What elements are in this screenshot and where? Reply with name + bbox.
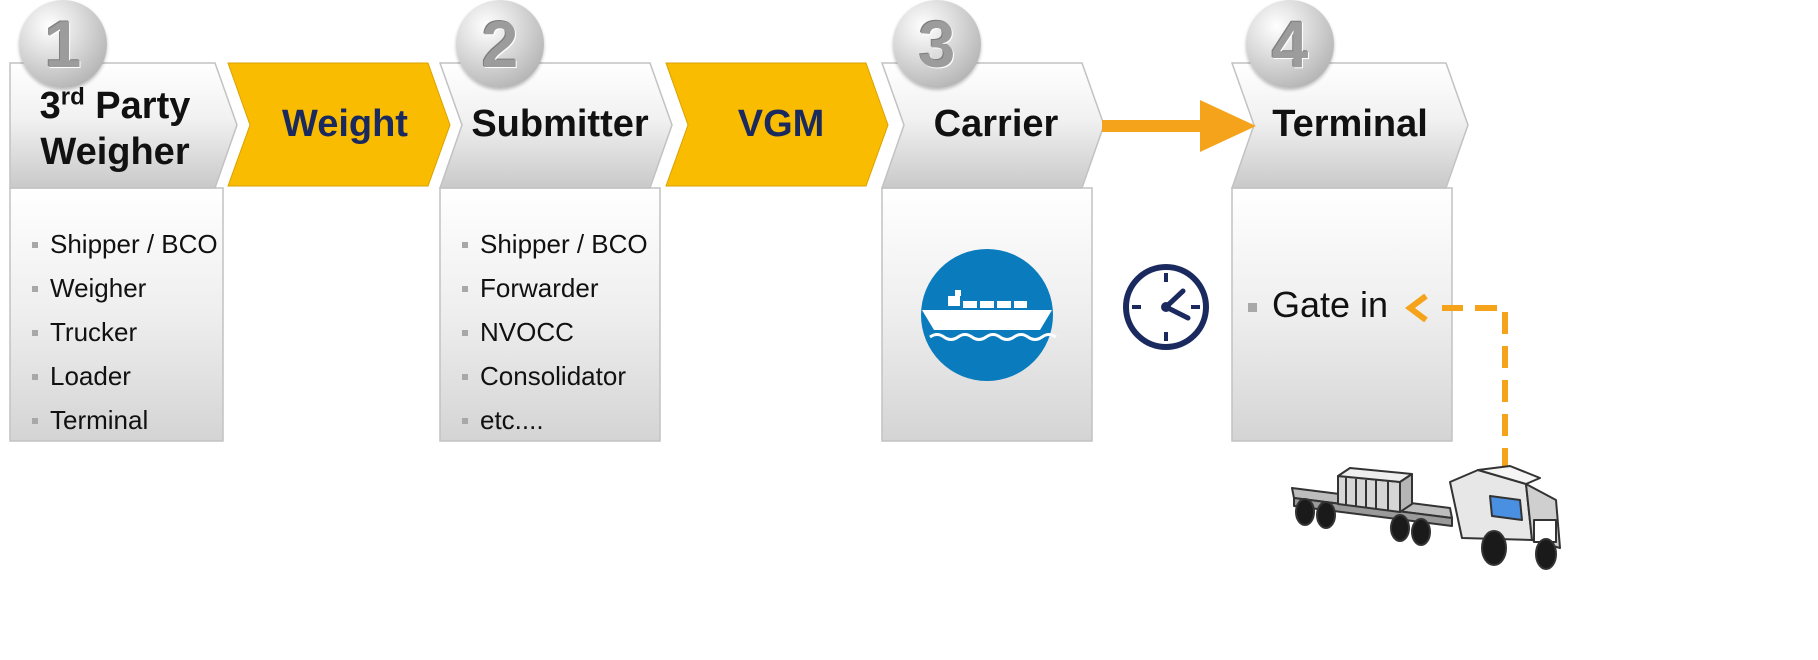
step-3-title: Carrier <box>933 103 1059 146</box>
step-1-number-badge: 1 <box>19 0 107 88</box>
step-2-number: 2 <box>481 7 519 81</box>
ship-icon <box>921 249 1057 381</box>
step-2-title: Submitter <box>471 103 649 146</box>
step-2-list: Shipper / BCO Forwarder NVOCC Consolidat… <box>458 222 648 442</box>
step-2-header <box>438 62 673 189</box>
list-item: Shipper / BCO <box>458 222 648 266</box>
step-3-number: 3 <box>918 7 956 81</box>
step-2-number-badge: 2 <box>456 0 544 88</box>
truck-to-gate-arrow <box>1405 293 1508 470</box>
carrier-to-terminal-arrow <box>1102 100 1256 152</box>
list-item: Terminal <box>28 398 218 442</box>
list-item: Shipper / BCO <box>28 222 218 266</box>
step-3-number-badge: 3 <box>893 0 981 88</box>
list-item: etc.... <box>458 398 648 442</box>
step-4-header <box>1230 62 1469 189</box>
step-4-number: 4 <box>1271 7 1309 81</box>
step-1-box <box>9 187 224 442</box>
list-item: Trucker <box>28 310 218 354</box>
list-item: Consolidator <box>458 354 648 398</box>
weight-label: Weight <box>282 103 408 146</box>
step-4-title: Terminal <box>1272 103 1428 146</box>
list-item: Forwarder <box>458 266 648 310</box>
vgm-chevron <box>665 62 889 187</box>
step-2-box <box>439 187 661 442</box>
list-item: Weigher <box>28 266 218 310</box>
step-1-title: 3rd Party Weigher <box>39 83 191 173</box>
step-1-header <box>9 62 238 189</box>
step-1-list: Shipper / BCO Weigher Trucker Loader Ter… <box>28 222 218 442</box>
weight-chevron <box>227 62 451 187</box>
vgm-label: VGM <box>737 103 825 146</box>
clock-icon <box>1123 264 1209 350</box>
list-item: NVOCC <box>458 310 648 354</box>
step-4-number-badge: 4 <box>1246 0 1334 88</box>
step-1-number: 1 <box>44 7 82 81</box>
step-4-gate-in: Gate in <box>1244 284 1388 326</box>
step-3-header <box>880 62 1105 189</box>
list-item: Loader <box>28 354 218 398</box>
truck-icon <box>1291 465 1561 570</box>
